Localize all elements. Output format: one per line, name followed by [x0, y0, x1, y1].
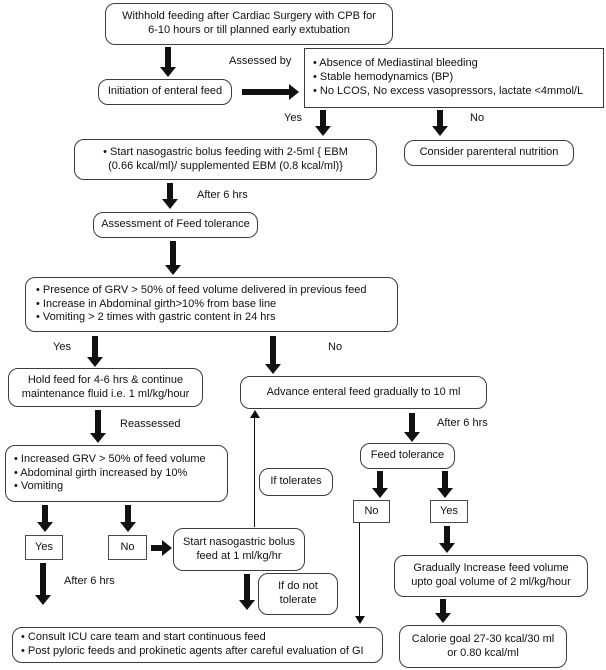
arrow-down-icon	[120, 505, 136, 532]
arrow-down-icon	[435, 599, 451, 623]
node-text: tolerate	[279, 594, 317, 606]
arrow-down-icon	[315, 110, 331, 136]
arrow-down-icon	[239, 574, 255, 610]
node-no-box: No	[353, 500, 390, 523]
node-text: No	[364, 504, 379, 517]
node-consult-icu: • Consult ICU care team and start contin…	[12, 627, 383, 663]
node-intolerance-criteria: • Presence of GRV > 50% of feed volume d…	[25, 277, 398, 332]
bullet-item: • Vomiting	[14, 480, 64, 493]
bullet-item: • Absence of Mediastinal bleeding	[313, 57, 478, 70]
node-yes-box: Yes	[25, 535, 63, 560]
node-text: Yes	[440, 504, 458, 517]
arrow-down-icon	[437, 471, 453, 498]
bullet-item: • No LCOS, No excess vasopressors, lacta…	[313, 84, 584, 97]
node-text: Yes	[35, 540, 53, 553]
node-if-do-not-tolerate: If do not tolerate	[258, 573, 338, 615]
bullet-item: • Presence of GRV > 50% of feed volume d…	[36, 283, 367, 296]
arrow-down-icon	[90, 410, 106, 443]
node-text: Feed tolerance	[370, 449, 445, 462]
bullet-item: • Consult ICU care team and start contin…	[21, 631, 266, 644]
node-text: 6-10 hours or till planned early extubat…	[148, 24, 350, 36]
node-gradually-increase: Gradually Increase feed volume upto goal…	[394, 555, 588, 597]
bullet-item: • Vomiting > 2 times with gastric conten…	[36, 311, 276, 324]
node-if-tolerates: If tolerates	[259, 468, 333, 496]
node-no-box: No	[108, 535, 147, 560]
node-text: Consider parenteral nutrition	[419, 146, 559, 159]
node-text: Start nasogastric bolus	[183, 535, 295, 548]
node-text: (0.66 kcal/ml)/ supplemented EBM (0.8 kc…	[108, 159, 343, 172]
node-text: • Start nasogastric bolus feeding with 2…	[103, 145, 348, 158]
node-advance-feed: Advance enteral feed gradually to 10 ml	[240, 376, 487, 409]
edge-label-no: No	[328, 341, 343, 353]
bullet-item: • Post pyloric feeds and prokinetic agen…	[21, 645, 364, 657]
node-yes-box: Yes	[430, 500, 468, 523]
arrow-down-icon	[35, 563, 51, 605]
edge-label-assessed-by: Assessed by	[229, 55, 292, 67]
arrow-down-icon	[165, 241, 181, 275]
arrow-down-icon	[432, 110, 448, 136]
node-text: feed at 1 ml/kg/hr	[196, 549, 282, 562]
node-feed-tolerance: Feed tolerance	[360, 443, 455, 469]
thin-arrow-up-icon	[249, 410, 260, 527]
arrow-down-icon	[162, 183, 178, 209]
node-text: If do not	[278, 580, 318, 593]
node-text: maintenance fluid i.e. 1 ml/kg/hour	[21, 387, 190, 400]
arrow-right-icon	[242, 84, 299, 100]
node-text: or 0.80 kcal/ml	[447, 646, 519, 659]
edge-label-reassessed: Reassessed	[120, 418, 181, 430]
bullet-item: • Abdominal girth increased by 10%	[14, 466, 188, 479]
node-start-bolus-feeding: • Start nasogastric bolus feeding with 2…	[74, 139, 377, 180]
node-assessment-feed-tolerance: Assessment of Feed tolerance	[93, 212, 258, 238]
edge-label-no: No	[470, 112, 485, 124]
node-text: Initiation of enteral feed	[107, 85, 223, 98]
arrow-down-icon	[87, 336, 103, 367]
bullet-item: • Increase in Abdominal girth>10% from b…	[36, 297, 277, 310]
edge-label-yes: Yes	[284, 112, 302, 124]
arrow-down-icon	[372, 471, 388, 498]
node-calorie-goal: Calorie goal 27-30 kcal/30 ml or 0.80 kc…	[399, 625, 567, 668]
node-text: Assessment of Feed tolerance	[101, 218, 250, 231]
node-text: No	[120, 540, 135, 553]
edge-label-after-6-hrs: After 6 hrs	[437, 417, 488, 429]
node-text: Gradually Increase feed volume	[413, 562, 569, 575]
node-initiation-enteral-feed: Initiation of enteral feed	[98, 79, 232, 105]
arrow-down-icon	[404, 413, 420, 442]
arrow-down-icon	[439, 526, 455, 553]
arrow-down-icon	[37, 505, 53, 532]
node-restart-bolus: Start nasogastric bolus feed at 1 ml/kg/…	[173, 528, 305, 571]
node-text: Hold feed for 4-6 hrs & continue	[27, 373, 184, 386]
arrow-down-icon	[160, 47, 176, 77]
node-readiness-criteria: • Absence of Mediastinal bleeding • Stab…	[304, 48, 604, 108]
thin-arrow-down-icon	[354, 523, 365, 624]
arrow-right-icon	[151, 540, 172, 556]
node-reassess-criteria: • Increased GRV > 50% of feed volume • A…	[5, 445, 228, 502]
node-text: Withhold feeding after Cardiac Surgery w…	[122, 10, 376, 23]
edge-label-yes: Yes	[53, 341, 71, 353]
edge-label-after-6-hrs: After 6 hrs	[197, 189, 248, 201]
node-text: If tolerates	[270, 475, 322, 488]
arrow-down-icon	[265, 336, 281, 374]
edge-label-after-6-hrs: After 6 hrs	[64, 575, 115, 587]
bullet-item: • Increased GRV > 50% of feed volume	[14, 452, 206, 465]
node-parenteral-nutrition: Consider parenteral nutrition	[404, 140, 574, 166]
node-hold-feed: Hold feed for 4-6 hrs & continue mainten…	[8, 368, 203, 407]
bullet-item: • Stable hemodynamics (BP)	[313, 71, 454, 84]
node-text: upto goal volume of 2 ml/kg/hour	[411, 576, 571, 588]
node-text: Advance enteral feed gradually to 10 ml	[266, 385, 461, 398]
node-text: Calorie goal 27-30 kcal/30 ml	[411, 632, 555, 645]
node-withhold-feeding: Withhold feeding after Cardiac Surgery w…	[105, 3, 393, 45]
